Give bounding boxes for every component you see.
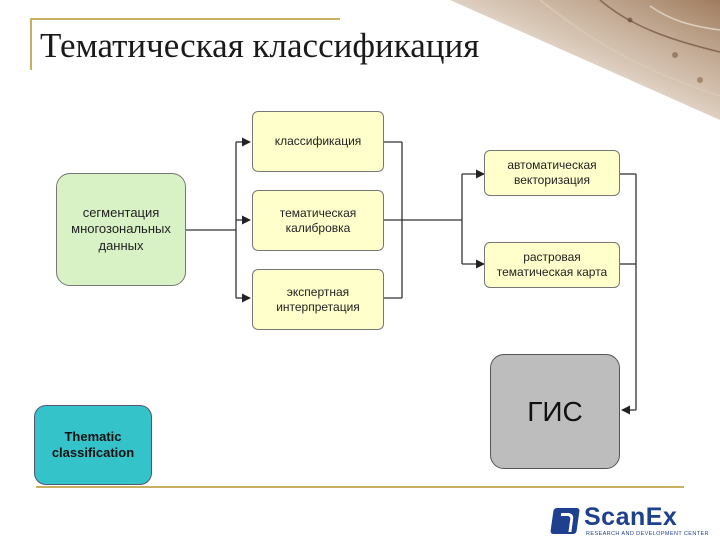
node-vectorization: автоматическая векторизация [484,150,620,196]
logo-name: ScanEx [584,503,678,531]
footer-line [36,486,684,488]
page-title: Тематическая классификация [40,26,480,65]
satellite-image-corner [450,0,720,120]
title-frame-top-line [30,18,340,20]
node-raster-map: растровая тематическая карта [484,242,620,288]
scanex-logo-icon [550,508,580,534]
logo-tagline: RESEARCH AND DEVELOPMENT CENTER [586,531,709,537]
thematic-classification-label: Thematic classification [34,405,152,485]
node-segmentation: сегментация многозональных данных [56,173,186,286]
scanex-logo: ScanEx RESEARCH AND DEVELOPMENT CENTER [550,503,712,538]
title-frame-left-line [30,18,32,70]
node-expert-interpretation: экспертная интерпретация [252,269,384,330]
node-classification: классификация [252,111,384,172]
node-calibration: тематическая калибровка [252,190,384,251]
node-gis: ГИС [490,354,620,469]
